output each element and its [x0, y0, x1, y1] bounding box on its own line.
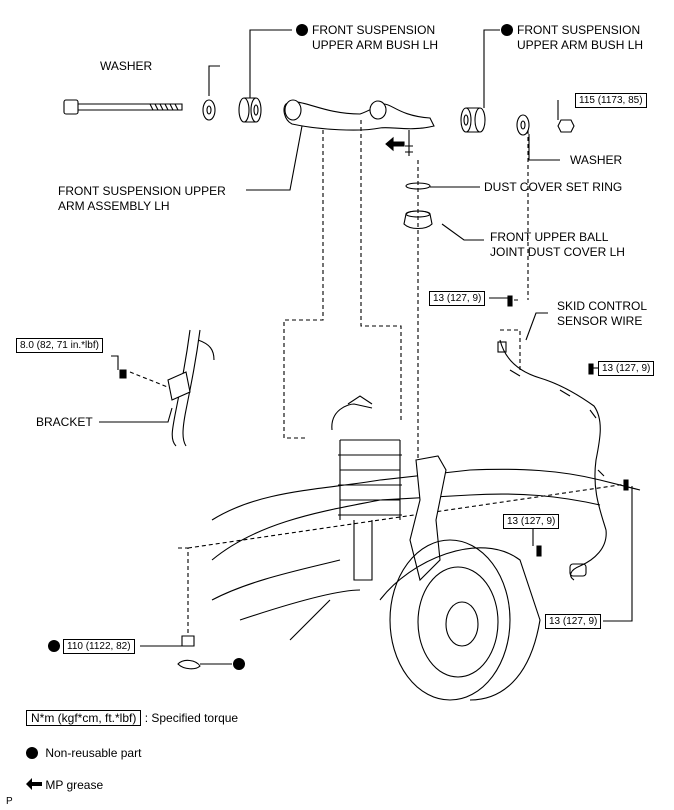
set-ring-label: DUST COVER SET RING	[484, 180, 623, 194]
non-reusable-icon	[296, 24, 308, 36]
bush-left-label-line1: FRONT SUSPENSION	[312, 23, 436, 37]
sensor-wire-label-line2: SENSOR WIRE	[557, 314, 643, 328]
footer-code: P	[6, 796, 13, 807]
torque-bracket-bolt: 8.0 (82, 71 in.*lbf)	[16, 338, 103, 353]
legend-torque-desc: : Specified torque	[144, 711, 239, 725]
washer-left-illustration	[202, 99, 216, 121]
non-reusable-icon	[48, 640, 60, 652]
legend-torque: N*m (kgf*cm, ft.*lbf) : Specified torque	[26, 710, 238, 726]
bush-left-label-line2: UPPER ARM BUSH LH	[312, 38, 439, 52]
non-reusable-icon	[233, 658, 245, 670]
dust-cover-label: FRONT UPPER BALL JOINT DUST COVER LH	[490, 230, 625, 260]
bush-right-label-line1: FRONT SUSPENSION	[517, 23, 641, 37]
upper-arm-label-line1: FRONT SUSPENSION UPPER	[58, 184, 226, 198]
legend-grease-text: MP grease	[45, 778, 104, 792]
dust-cover-label-line1: FRONT UPPER BALL	[490, 230, 609, 244]
bush-right-label: FRONT SUSPENSION UPPER ARM BUSH LH	[501, 23, 643, 53]
legend-torque-unit: N*m (kgf*cm, ft.*lbf)	[26, 710, 142, 726]
brake-disc-illustration	[379, 539, 541, 701]
torque-wire-bolt-1: 13 (127, 9)	[429, 291, 486, 306]
dust-cover-label-line2: JOINT DUST COVER LH	[490, 245, 625, 259]
sensor-wire-label-line1: SKID CONTROL	[557, 299, 648, 313]
legend-non-reusable-text: Non-reusable part	[45, 746, 142, 760]
non-reusable-icon	[501, 24, 513, 36]
torque-wire-bolt-2: 13 (127, 9)	[598, 361, 655, 376]
bush-left-label: FRONT SUSPENSION UPPER ARM BUSH LH	[296, 23, 438, 53]
legend-grease: MP grease	[26, 777, 103, 793]
grease-arrow-icon	[26, 778, 42, 790]
legend-non-reusable: Non-reusable part	[26, 745, 141, 761]
washer-left-label: WASHER	[100, 59, 153, 73]
cotter-pin-non-reusable-marker	[233, 657, 249, 672]
upper-arm-label: FRONT SUSPENSION UPPER ARM ASSEMBLY LH	[58, 184, 226, 214]
knuckle-illustration	[409, 455, 447, 582]
upper-arm-illustration	[283, 101, 435, 131]
bush-right-label-line2: UPPER ARM BUSH LH	[517, 38, 644, 52]
bracket-illustration	[167, 329, 215, 447]
non-reusable-icon	[26, 747, 38, 759]
torque-nut-bottom-row	[48, 639, 64, 654]
sensor-wire-label: SKID CONTROL SENSOR WIRE	[557, 299, 647, 329]
upper-arm-label-line2: ARM ASSEMBLY LH	[58, 199, 170, 213]
sensor-wire-illustration	[499, 339, 607, 581]
torque-nut-bottom: 110 (1122, 82)	[63, 639, 135, 654]
torque-wire-bolt-4: 13 (127, 9)	[545, 614, 602, 629]
bush-left-illustration	[238, 97, 262, 123]
bush-right-illustration	[460, 107, 486, 133]
torque-nut-top: 115 (1173, 85)	[575, 93, 647, 108]
bracket-label: BRACKET	[36, 415, 93, 429]
torque-wire-bolt-3: 13 (127, 9)	[503, 514, 560, 529]
washer-right-label: WASHER	[570, 153, 623, 167]
coil-spring-illustration	[331, 395, 402, 581]
bolt-illustration	[63, 99, 183, 115]
